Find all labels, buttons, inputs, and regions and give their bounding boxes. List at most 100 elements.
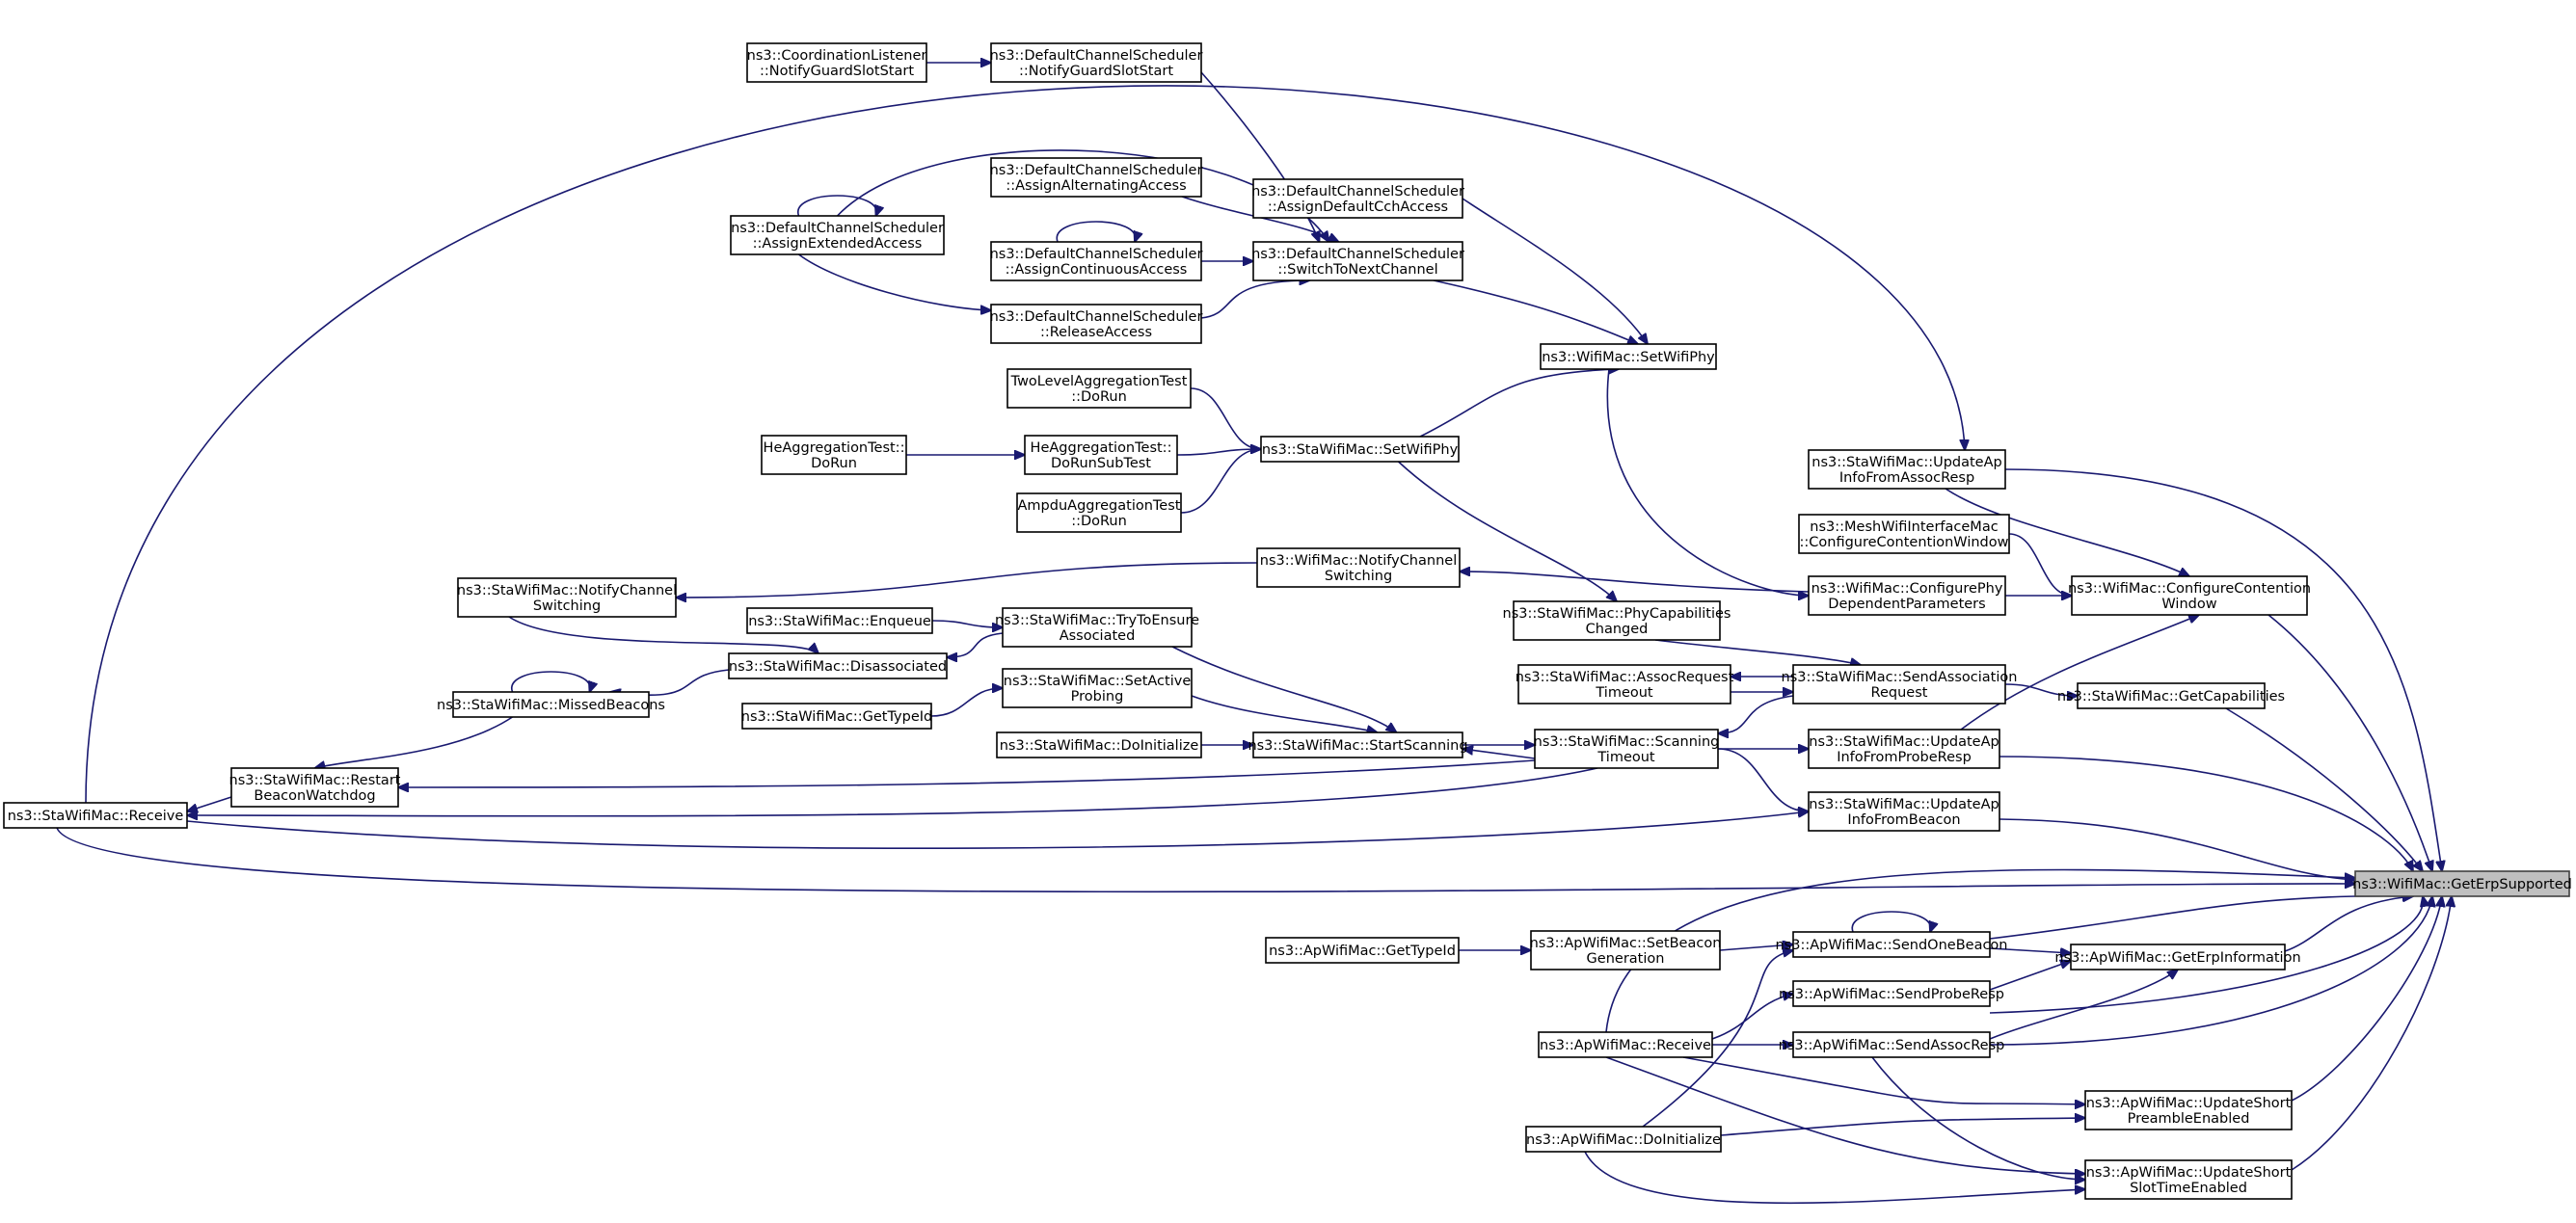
edge-line	[1989, 896, 2413, 940]
node-box	[2077, 682, 2266, 709]
node-label-line: ns3::StaWifiMac::MissedBeacons	[437, 698, 665, 713]
node-layer: ns3::WifiMac::GetErpSupported ns3::StaWif…	[3, 42, 2572, 1200]
edge-n16-to-n37	[1460, 572, 1810, 593]
node-wifimac-configurecontentionwindow[interactable]: ns3::WifiMac::ConfigureContentionWindow	[2068, 575, 2311, 616]
node-defaultchannelscheduler-releaseaccess[interactable]: ns3::DefaultChannelScheduler::ReleaseAcc…	[990, 304, 1203, 344]
node-defaultchannelscheduler-assignalternatingaccess[interactable]: ns3::DefaultChannelScheduler::AssignAlte…	[990, 157, 1203, 198]
node-box	[1256, 547, 1461, 588]
node-apwifimac-sendonebeacon[interactable]: ns3::ApWifiMac::SendOneBeacon	[1775, 931, 2008, 958]
edge-n28-to-n14	[1654, 639, 1861, 665]
node-stawifimac-gettypeid[interactable]: ns3::StaWifiMac::GetTypeId	[741, 703, 932, 730]
edge-n35-to-n35	[1056, 221, 1135, 242]
edge-line	[511, 671, 590, 692]
node-apwifimac-sendassocresp[interactable]: ns3::ApWifiMac::SendAssocResp	[1779, 1031, 2005, 1058]
node-box	[1252, 241, 1463, 281]
node-box	[1534, 729, 1719, 769]
node-box	[1792, 931, 1991, 958]
edge-n7-to-n2	[187, 767, 1598, 816]
node-label-line: ns3::ApWifiMac::DoInitialize	[1526, 1132, 1721, 1148]
edge-n45-to-n47	[1584, 1151, 2085, 1205]
node-meshwifiinterfacemac-configurecontentionwindow[interactable]: ns3::MeshWifiInterfaceMac::ConfigureCont…	[1798, 514, 2010, 554]
edge-n44-to-n38	[1989, 970, 2178, 1040]
node-box	[452, 691, 650, 718]
node-label-line: Associated	[1060, 628, 1136, 644]
node-apwifimac-geterpinformation[interactable]: ns3::ApWifiMac::GetErpInformation	[2054, 944, 2301, 970]
edge-line	[1719, 944, 1793, 951]
node-box	[990, 42, 1202, 83]
node-apwifimac-updateshortpreambleenabled[interactable]: ns3::ApWifiMac::UpdateShortPreambleEnabl…	[2084, 1090, 2293, 1130]
node-label-line: ns3::StaWifiMac::UpdateAp	[1809, 797, 1999, 812]
node-defaultchannelscheduler-notifyguardslotstart[interactable]: ns3::DefaultChannelScheduler::NotifyGuar…	[990, 42, 1203, 83]
node-defaultchannelscheduler-assigndefaultcchaccess[interactable]: ns3::DefaultChannelScheduler::AssignDefa…	[1251, 178, 1464, 219]
node-box	[1792, 1031, 1991, 1058]
node-stawifimac-missedbeacons[interactable]: ns3::StaWifiMac::MissedBeacons	[437, 691, 665, 718]
edge-line	[1945, 488, 2189, 576]
node-stawifimac-setwifiphy[interactable]: ns3::StaWifiMac::SetWifiPhy	[1260, 436, 1460, 463]
node-label-line: ns3::StaWifiMac::Restart	[229, 773, 401, 788]
node-stawifimac-receive[interactable]: ns3::StaWifiMac::Receive	[3, 802, 188, 829]
node-label-line: SlotTimeEnabled	[2130, 1181, 2247, 1196]
node-box	[730, 215, 945, 255]
node-stawifimac-enqueue[interactable]: ns3::StaWifiMac::Enqueue	[746, 607, 933, 634]
edge-line	[947, 632, 1004, 657]
node-box	[2084, 1159, 2293, 1200]
edge-line	[1989, 961, 2071, 991]
edge-line	[1711, 994, 1793, 1040]
node-stawifimac-updateapinfofromassocresp[interactable]: ns3::StaWifiMac::UpdateApInfoFromAssocRe…	[1808, 449, 2006, 490]
node-stawifimac-startscanning[interactable]: ns3::StaWifiMac::StartScanning	[1248, 731, 1468, 758]
node-coordinationlistener-notifyguardslotstart[interactable]: ns3::CoordinationListener::NotifyGuardSl…	[746, 42, 927, 83]
edge-line	[1999, 756, 2413, 871]
node-box	[1525, 1126, 1722, 1153]
node-apwifimac-receive[interactable]: ns3::ApWifiMac::Receive	[1538, 1031, 1713, 1058]
node-box	[1538, 1031, 1713, 1058]
node-stawifimac-doinitialize[interactable]: ns3::StaWifiMac::DoInitialize	[996, 731, 1202, 758]
edge-n37-to-n6	[676, 562, 1258, 598]
node-apwifimac-doinitialize[interactable]: ns3::ApWifiMac::DoInitialize	[1525, 1126, 1722, 1153]
node-apwifimac-gettypeid[interactable]: ns3::ApWifiMac::GetTypeId	[1265, 937, 1460, 964]
node-ampduaggregationtest-dorun[interactable]: AmpduAggregationTest::DoRun	[1016, 492, 1182, 533]
edge-n6-to-n5	[508, 616, 818, 653]
node-heaggregationtest-dorunsubtest[interactable]: HeAggregationTest::DoRunSubTest	[1024, 435, 1178, 475]
edge-line	[2291, 896, 2442, 1102]
node-label-line: ns3::ApWifiMac::GetErpInformation	[2054, 950, 2300, 966]
node-apwifimac-sendproberesp[interactable]: ns3::ApWifiMac::SendProbeResp	[1779, 980, 2004, 1007]
node-label-line: Probing	[1071, 689, 1124, 705]
node-defaultchannelscheduler-switchtonextchannel[interactable]: ns3::DefaultChannelScheduler::SwitchToNe…	[1251, 241, 1464, 281]
node-wifimac-configurephydependentparameters[interactable]: ns3::WifiMac::ConfigurePhyDependentParam…	[1808, 575, 2006, 616]
node-defaultchannelscheduler-assigncontinuousaccess[interactable]: ns3::DefaultChannelScheduler::AssignCont…	[990, 241, 1203, 281]
edge-n44-to-n47	[1871, 1056, 2085, 1180]
node-label-line: TwoLevelAggregationTest	[1010, 374, 1188, 389]
node-label-line: ns3::StaWifiMac::Receive	[8, 809, 184, 824]
node-box	[990, 157, 1202, 198]
node-stawifimac-disassociated[interactable]: ns3::StaWifiMac::Disassociated	[728, 652, 948, 679]
edge-n1-to-n17	[1945, 488, 2189, 576]
edge-n17-to-n0	[2267, 614, 2432, 871]
node-box	[1265, 937, 1460, 964]
edge-line	[1989, 896, 2432, 1046]
node-twolevelaggregationtest-dorun[interactable]: TwoLevelAggregationTest::DoRun	[1006, 368, 1192, 409]
node-stawifimac-getcapabilities[interactable]: ns3::StaWifiMac::GetCapabilities	[2057, 682, 2285, 709]
node-wifimac-setwifiphy[interactable]: ns3::WifiMac::SetWifiPhy	[1540, 343, 1717, 370]
node-box	[1540, 343, 1717, 370]
node-stawifimac-updateapinfofromproberesp[interactable]: ns3::StaWifiMac::UpdateApInfoFromProbeRe…	[1808, 729, 2000, 769]
node-apwifimac-updateshortslottimeenabled[interactable]: ns3::ApWifiMac::UpdateShortSlotTimeEnabl…	[2084, 1159, 2293, 1200]
node-box	[990, 304, 1202, 344]
edge-line	[1056, 221, 1135, 242]
node-wifimac-geterpsupported[interactable]: ns3::WifiMac::GetErpSupported	[2352, 870, 2572, 897]
node-heaggregationtest-dorun[interactable]: HeAggregationTest::DoRun	[761, 435, 907, 475]
node-label-line: ns3::ApWifiMac::SetBeacon	[1530, 936, 1722, 951]
node-defaultchannelscheduler-assignextendedaccess[interactable]: ns3::DefaultChannelScheduler::AssignExte…	[730, 215, 945, 255]
node-box	[1792, 664, 2006, 705]
node-label-line: DependentParameters	[1828, 597, 1985, 612]
